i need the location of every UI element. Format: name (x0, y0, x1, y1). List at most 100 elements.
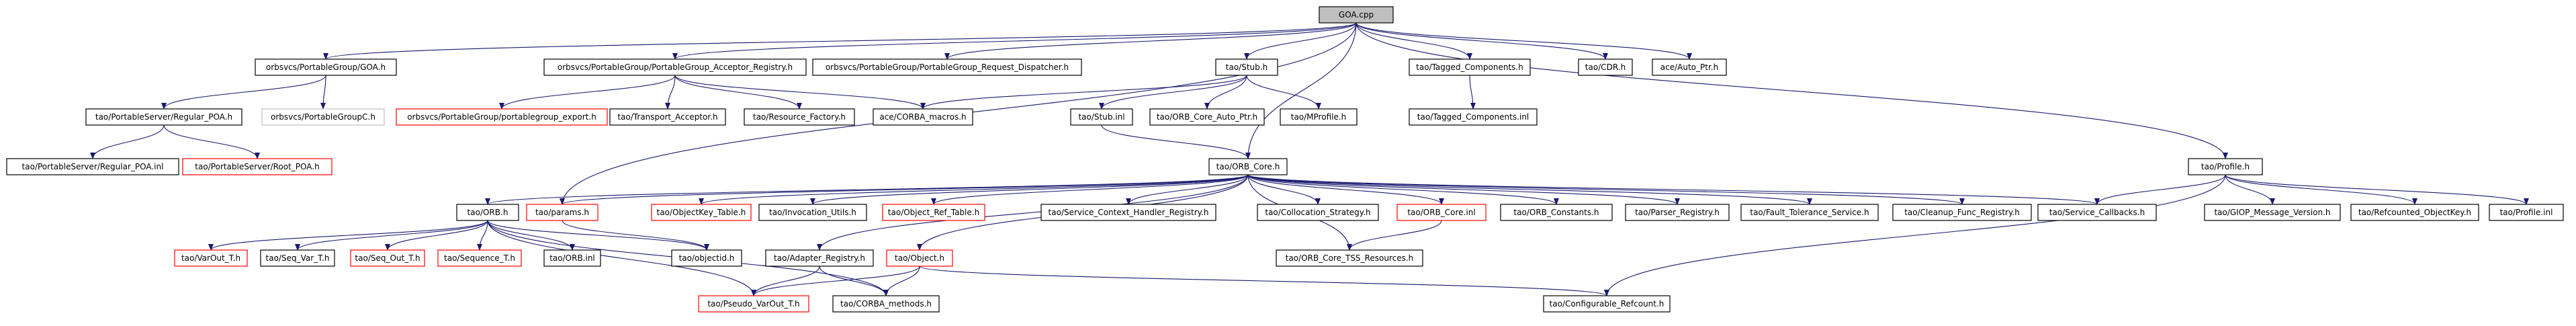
node-req-disp[interactable]: orbsvcs/PortableGroup/PortableGroup_Requ… (812, 58, 1082, 76)
node-tagged-h[interactable]: tao/Tagged_Components.h (1409, 58, 1531, 76)
node-objkey-table-h[interactable]: tao/ObjectKey_Table.h (651, 204, 752, 221)
node-adapter-reg-h[interactable]: tao/Adapter_Registry.h (765, 249, 874, 267)
node-label: ace/Auto_Ptr.h (1660, 63, 1718, 72)
node-box (873, 108, 973, 126)
node-label: tao/Object_Ref_Table.h (888, 208, 979, 217)
node-orb-constants-h[interactable]: tao/ORB_Constants.h (1500, 204, 1613, 221)
node-object-h[interactable]: tao/Object.h (886, 249, 953, 267)
node-pseudo-varout-h[interactable]: tao/Pseudo_VarOut_T.h (698, 295, 809, 313)
node-stub-h[interactable]: tao/Stub.h (1215, 58, 1278, 76)
node-acc-reg[interactable]: orbsvcs/PortableGroup/PortableGroup_Acce… (543, 58, 807, 76)
node-box (609, 108, 726, 126)
node-box (1740, 204, 1879, 221)
node-box (350, 249, 425, 267)
edge-acc-reg-to-pg-export-h (499, 75, 676, 110)
node-label: tao/Collocation_Strategy.h (1265, 208, 1370, 217)
node-label: tao/ORB_Core.h (1216, 162, 1280, 171)
node-invocation-utils-h[interactable]: tao/Invocation_Utils.h (758, 204, 867, 221)
node-box (437, 249, 522, 267)
node-parser-reg-h[interactable]: tao/Parser_Registry.h (1625, 204, 1730, 221)
node-fault-tol-h[interactable]: tao/Fault_Tolerance_Service.h (1740, 204, 1879, 221)
edge-orb-h-to-seq-var-h (295, 220, 488, 251)
edge-orb-core-h-to-obj-ref-table-h (931, 174, 1249, 205)
node-transport-acc-h[interactable]: tao/Transport_Acceptor.h (609, 108, 726, 126)
edge-goa-cpp-to-cdr-h (1356, 22, 1608, 60)
node-root-poa-h[interactable]: tao/PortableServer/Root_POA.h (182, 158, 332, 175)
node-regular-poa-inl[interactable]: tao/PortableServer/Regular_POA.inl (6, 158, 179, 175)
node-box (882, 204, 985, 221)
node-goa-h[interactable]: orbsvcs/PortableGroup/GOA.h (255, 58, 397, 76)
node-label: tao/ORB.inl (549, 253, 595, 263)
edge-tagged-h-to-tagged-inl (1469, 75, 1476, 110)
node-stub-inl[interactable]: tao/Stub.inl (1070, 108, 1133, 126)
node-collocation-h[interactable]: tao/Collocation_Strategy.h (1257, 204, 1379, 221)
node-box (261, 108, 385, 126)
node-box (812, 58, 1082, 76)
node-label: tao/objectid.h (679, 253, 735, 263)
node-profile-inl[interactable]: tao/Profile.inl (2489, 204, 2564, 221)
node-orb-core-h[interactable]: tao/ORB_Core.h (1208, 158, 1288, 175)
node-box (1396, 204, 1486, 221)
node-label: tao/ORB.h (468, 208, 508, 217)
node-box (174, 249, 248, 267)
node-giop-ver-h[interactable]: tao/GIOP_Message_Version.h (2204, 204, 2341, 221)
node-label: tao/VarOut_T.h (181, 253, 240, 263)
edge-orb-core-h-to-objkey-table-h (699, 174, 1249, 205)
node-profile-h[interactable]: tao/Profile.h (2188, 158, 2263, 175)
node-orbcore-tss-h[interactable]: tao/ORB_Core_TSS_Resources.h (1276, 249, 1423, 267)
node-pg-export-h[interactable]: orbsvcs/PortableGroup/portablegroup_expo… (396, 108, 608, 126)
node-box (1280, 108, 1358, 126)
edge-orb-core-h-to-fault-tol-h (1247, 174, 1812, 205)
node-objectid-h[interactable]: tao/objectid.h (671, 249, 742, 267)
node-res-factory-h[interactable]: tao/Resource_Factory.h (744, 108, 855, 126)
node-corba-methods-h[interactable]: tao/CORBA_methods.h (832, 295, 940, 313)
node-corba-macros-h[interactable]: ace/CORBA_macros.h (873, 108, 973, 126)
node-orbcore-autoptr-h[interactable]: tao/ORB_Core_Auto_Ptr.h (1149, 108, 1265, 126)
node-regular-poa-h[interactable]: tao/PortableServer/Regular_POA.h (85, 108, 242, 126)
node-box (6, 158, 179, 175)
node-label: tao/Object.h (895, 253, 944, 263)
node-label: tao/Seq_Out_T.h (355, 253, 420, 263)
node-seq-var-h[interactable]: tao/Seq_Var_T.h (260, 249, 335, 267)
node-svc-callbacks-h[interactable]: tao/Service_Callbacks.h (2037, 204, 2157, 221)
node-label: tao/ORB_Core_Auto_Ptr.h (1157, 112, 1257, 122)
node-label: tao/ObjectKey_Table.h (657, 208, 746, 217)
node-params-h[interactable]: tao/params.h (526, 204, 598, 221)
edge-stub-inl-to-orb-core-h (1101, 124, 1251, 159)
edge-orb-core-h-to-collocation-h (1247, 174, 1321, 205)
node-label: tao/PortableServer/Regular_POA.h (95, 112, 232, 122)
node-box (1625, 204, 1730, 221)
node-orb-inl[interactable]: tao/ORB.inl (543, 249, 601, 267)
node-conf-refcount-h[interactable]: tao/Configurable_Refcount.h (1543, 295, 1671, 313)
node-label: tao/Sequence_T.h (444, 253, 515, 263)
node-seq-out-h[interactable]: tao/Seq_Out_T.h (350, 249, 425, 267)
node-autoptr-h[interactable]: ace/Auto_Ptr.h (1652, 58, 1727, 76)
node-box (396, 108, 608, 126)
node-cleanup-reg-h[interactable]: tao/Cleanup_Func_Registry.h (1892, 204, 2032, 221)
node-box (2188, 158, 2263, 175)
node-tagged-inl[interactable]: tao/Tagged_Components.inl (1409, 108, 1538, 126)
node-obj-ref-table-h[interactable]: tao/Object_Ref_Table.h (882, 204, 985, 221)
node-label: tao/Pseudo_VarOut_T.h (707, 299, 799, 309)
node-refcount-objkey-h[interactable]: tao/Refcounted_ObjectKey.h (2350, 204, 2479, 221)
node-label: tao/Cleanup_Func_Registry.h (1904, 208, 2020, 217)
node-cdr-h[interactable]: tao/CDR.h (1578, 58, 1633, 76)
node-box (651, 204, 752, 221)
node-box (832, 295, 940, 313)
node-varout-h[interactable]: tao/VarOut_T.h (174, 249, 248, 267)
edge-goa-cpp-to-req-disp (944, 22, 1357, 60)
node-orb-h[interactable]: tao/ORB.h (456, 204, 519, 221)
node-label: orbsvcs/PortableGroup/portablegroup_expo… (407, 112, 596, 122)
node-svc-ctx-reg-h[interactable]: tao/Service_Context_Handler_Registry.h (1040, 204, 1216, 221)
node-box (1215, 58, 1278, 76)
node-mprofile-h[interactable]: tao/MProfile.h (1280, 108, 1358, 126)
node-pg-c-h[interactable]: orbsvcs/PortableGroupC.h (261, 108, 385, 126)
node-box (1409, 108, 1538, 126)
node-label: orbsvcs/PortableGroup/PortableGroup_Requ… (826, 63, 1069, 72)
edge-goa-cpp-to-stub-h (1244, 22, 1357, 60)
node-box (260, 249, 335, 267)
node-sequence-h[interactable]: tao/Sequence_T.h (437, 249, 522, 267)
node-label: tao/Tagged_Components.inl (1417, 112, 1529, 122)
node-orb-core-inl[interactable]: tao/ORB_Core.inl (1396, 204, 1486, 221)
edge-orb-core-h-to-orb-core-inl (1247, 174, 1444, 205)
